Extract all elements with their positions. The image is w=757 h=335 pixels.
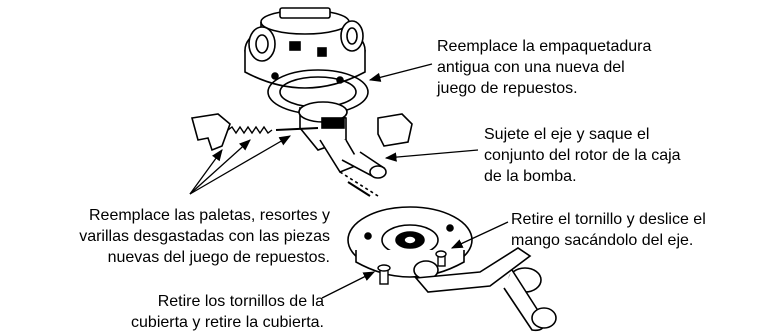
callout-line: juego de repuestos. — [437, 80, 578, 97]
callout-line: de la bomba. — [484, 168, 577, 185]
callout-line: Reemplace las paletas, resortes y — [89, 207, 330, 224]
arrow-vane-spring — [189, 139, 251, 195]
vane-left — [190, 113, 231, 152]
callout-replace-vanes: Reemplace las paletas, resortes y varill… — [0, 205, 330, 268]
vane-right — [377, 113, 413, 147]
callout-line: conjunto del rotor de la caja — [484, 147, 681, 164]
pump-handle — [413, 247, 557, 332]
rod — [275, 127, 371, 197]
callout-replace-gasket: Reemplace la empaquetadura antigua con u… — [437, 36, 651, 99]
leader-arrows — [189, 63, 509, 299]
callout-line: mango sacándolo del eje. — [511, 232, 694, 249]
callout-line: Retire los tornillos de la — [157, 293, 324, 310]
pump-housing — [244, 7, 366, 89]
callout-line: cubierta y retire la cubierta. — [131, 314, 324, 331]
arrow-handle-screw — [450, 221, 509, 249]
callout-remove-handle: Retire el tornillo y deslice el mango sa… — [511, 209, 706, 251]
callout-line: Reemplace la empaquetadura — [437, 38, 652, 55]
arrow-vane-rod — [189, 135, 292, 195]
arrow-rotor — [384, 149, 479, 162]
cover-plate — [347, 206, 473, 278]
callout-line: Sujete el eje y saque el — [484, 126, 650, 143]
arrow-gasket — [368, 63, 433, 82]
spring — [227, 125, 273, 135]
handle-screw — [435, 250, 447, 267]
callout-line: antigua con una nueva del — [437, 59, 625, 76]
callout-remove-rotor: Sujete el eje y saque el conjunto del ro… — [484, 124, 681, 187]
callout-remove-cover: Retire los tornillos de la cubierta y re… — [0, 291, 324, 333]
rotor-assembly — [298, 101, 387, 197]
callout-line: nuevas del juego de repuestos. — [107, 249, 330, 266]
arrow-cover-screw — [321, 271, 376, 299]
cover-screw — [377, 264, 391, 285]
callout-line: Retire el tornillo y deslice el — [511, 211, 706, 228]
arrow-vane-block — [189, 149, 223, 195]
callout-line: varillas desgastadas con las piezas — [79, 228, 330, 245]
